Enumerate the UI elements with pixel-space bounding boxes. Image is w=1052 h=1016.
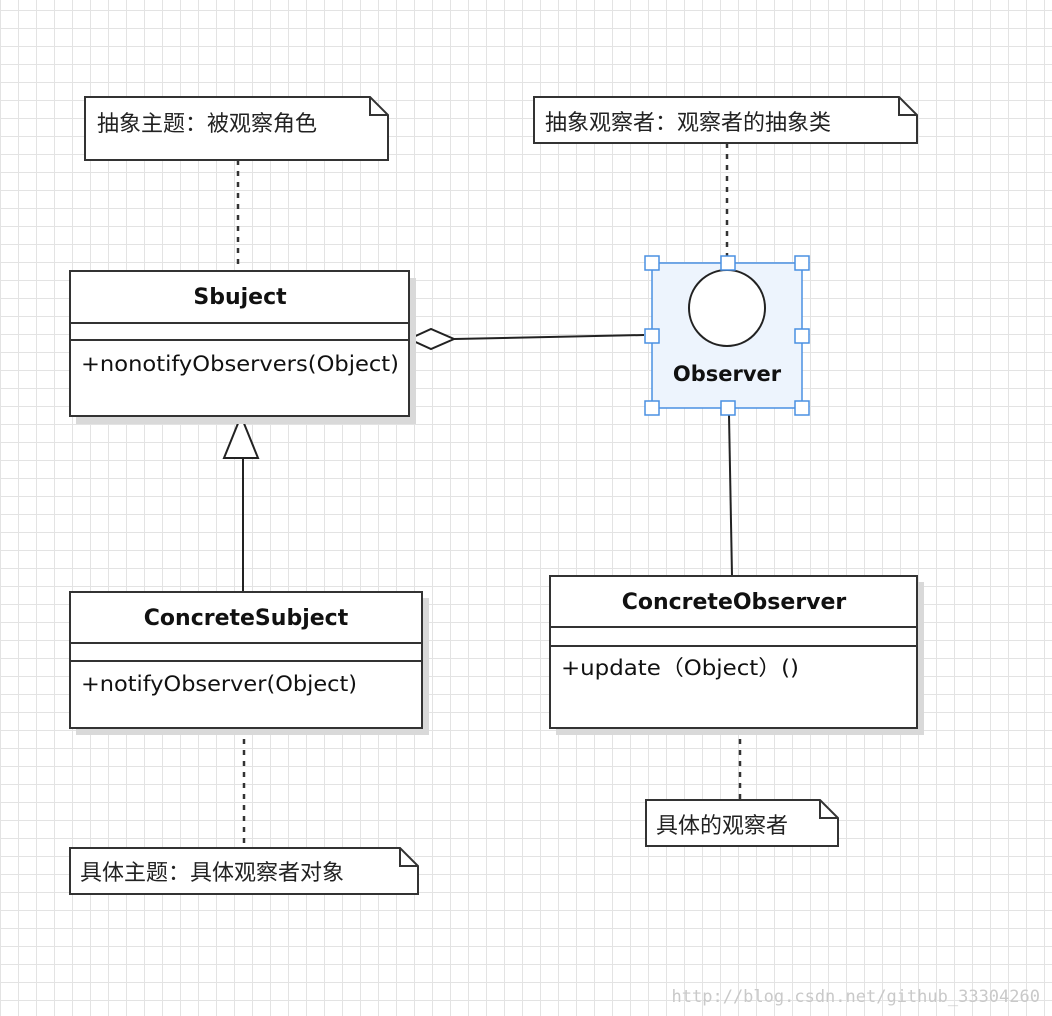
resize-handle-sw[interactable] [644,400,660,416]
aggregation-line[interactable] [453,334,645,340]
class-concrete-observer-operation: +update（Object）() [561,656,799,680]
resize-handle-n[interactable] [720,255,736,271]
class-concrete-subject-operation: +notifyObserver(Object) [81,672,357,696]
interface-observer[interactable]: Observer [652,263,802,408]
aggregation-diamond [406,327,457,351]
resize-handle-s[interactable] [720,400,736,416]
note-concrete-subject-text: 具体主题：具体观察者对象 [80,861,344,886]
resize-handle-se[interactable] [794,400,810,416]
inheritance-arrow [222,413,260,459]
note-abstract-observer-text: 抽象观察者：观察者的抽象类 [545,111,831,136]
resize-handle-w[interactable] [644,328,660,344]
class-concrete-observer[interactable]: ConcreteObserver +update（Object）() [549,575,924,735]
note-concrete-observer[interactable]: 具体的观察者 [645,799,839,847]
class-concrete-subject[interactable]: ConcreteSubject +notifyObserver(Object) [69,591,429,735]
class-subject[interactable]: Sbuject +nonotifyObservers(Object) [69,270,416,424]
class-concrete-subject-name: ConcreteSubject [144,606,349,631]
class-subject-operation: +nonotifyObservers(Object) [81,352,399,376]
resize-handle-e[interactable] [794,328,810,344]
note-abstract-subject[interactable]: 抽象主题：被观察角色 [84,96,389,161]
resize-handle-ne[interactable] [794,255,810,271]
class-concrete-observer-name: ConcreteObserver [622,590,847,615]
note-abstract-subject-text: 抽象主题：被观察角色 [97,112,317,137]
note-abstract-observer[interactable]: 抽象观察者：观察者的抽象类 [533,96,918,144]
note-concrete-subject[interactable]: 具体主题：具体观察者对象 [69,847,419,895]
watermark: http://blog.csdn.net/github_33304260 [672,987,1040,1007]
resize-handle-nw[interactable] [644,255,660,271]
selection-frame[interactable] [644,255,810,416]
interface-lollipop-circle [688,269,766,347]
note-concrete-observer-text: 具体的观察者 [656,814,788,839]
class-subject-name: Sbuject [193,285,287,310]
realization-line[interactable] [728,414,733,577]
interface-observer-name: Observer [673,362,782,386]
